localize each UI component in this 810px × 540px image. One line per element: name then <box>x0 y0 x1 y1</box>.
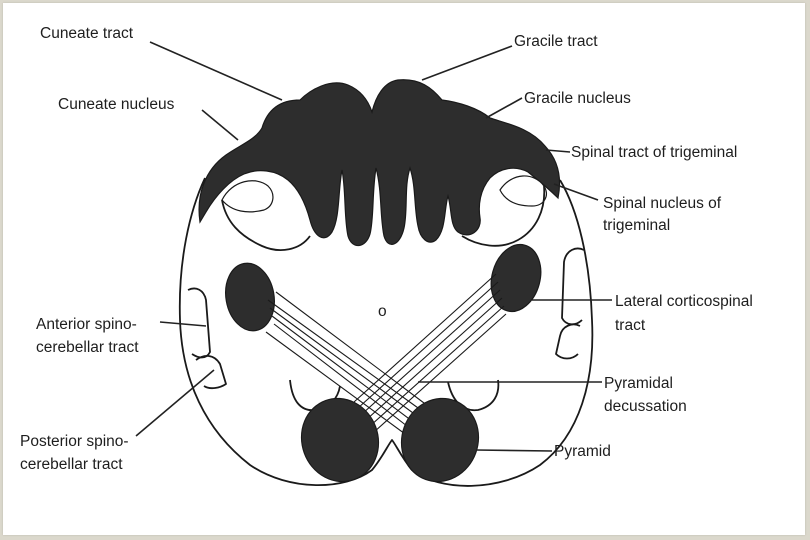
label-pyramid: Pyramid <box>554 443 611 460</box>
inner-outline-right <box>461 185 546 247</box>
label-spinal-tract-trigeminal: Spinal tract of trigeminal <box>571 144 737 161</box>
label-lateral-cs-line1: Lateral corticospinal <box>615 293 753 310</box>
label-anterior-sc-line2: cerebellar tract <box>36 339 139 356</box>
right-lateral-corticospinal-tract <box>490 243 542 313</box>
leader-spinal-tract-trigeminal <box>545 149 571 153</box>
leader-anterior-spinocerebellar <box>159 321 207 327</box>
right-pocket <box>499 175 547 207</box>
left-posterior-spinocerebellar-strip <box>195 355 227 390</box>
label-anterior-sc-line1: Anterior spino- <box>36 316 137 333</box>
decussation-fibers-right-to-left <box>353 273 507 433</box>
label-gracile-nucleus: Gracile nucleus <box>524 90 631 107</box>
leader-pyramid <box>475 449 553 452</box>
label-cuneate-tract: Cuneate tract <box>40 25 134 42</box>
label-cuneate-nucleus: Cuneate nucleus <box>58 96 175 113</box>
right-pyramid <box>400 397 480 483</box>
label-spinal-nucleus-line1: Spinal nucleus of <box>603 195 722 212</box>
leader-cuneate-nucleus <box>201 109 239 141</box>
label-posterior-sc-line1: Posterior spino- <box>20 433 129 450</box>
decussation-fibers-left-to-right <box>265 291 437 443</box>
central-canal-mark: o <box>378 303 387 320</box>
leader-posterior-spinocerebellar <box>135 369 215 437</box>
inner-outline-left <box>221 199 311 251</box>
leader-cuneate-tract <box>149 41 283 101</box>
left-lateral-corticospinal-tract <box>225 262 275 332</box>
right-anterior-spinocerebellar-strip <box>561 247 585 326</box>
left-pocket <box>221 180 274 213</box>
central-region-outline-right <box>447 379 500 412</box>
leader-gracile-tract <box>421 45 513 81</box>
medulla-outline <box>178 177 594 487</box>
left-anterior-spinocerebellar-strip <box>187 287 211 359</box>
label-spinal-nucleus-line2: trigeminal <box>603 217 670 234</box>
leader-spinal-nucleus-trigeminal <box>553 183 599 201</box>
left-pyramid <box>300 397 380 483</box>
label-lateral-cs-line2: tract <box>615 317 646 334</box>
dorsal-columns-mass <box>198 79 561 247</box>
leader-gracile-nucleus <box>485 97 523 119</box>
label-posterior-sc-line2: cerebellar tract <box>20 456 123 473</box>
label-pyramidal-line1: Pyramidal <box>604 375 673 392</box>
label-pyramidal-line2: decussation <box>604 398 687 415</box>
label-gracile-tract: Gracile tract <box>514 33 598 50</box>
right-posterior-spinocerebellar-strip <box>555 323 581 360</box>
